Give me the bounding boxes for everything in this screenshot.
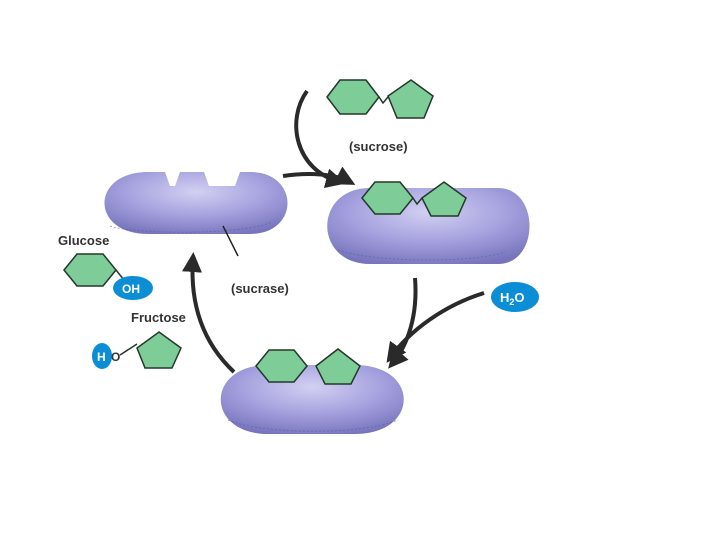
enzyme-pointer-line [222,225,239,257]
oh-group-badge: OH [113,276,153,300]
o-atom-label: O [111,350,120,364]
fructose-pentagon [136,331,182,369]
arrow-return-to-enzyme [182,252,236,374]
released-fructose: H O [92,331,182,369]
enzyme-substrate-complex [327,181,530,264]
glucose-ring-hexagon [326,79,380,115]
h-atom-badge: H [92,343,112,369]
svg-text:OH: OH [122,282,140,296]
released-glucose: OH [63,253,153,300]
svg-text:H2O: H2O [500,290,525,307]
sucrase-label: (sucrase) [231,281,289,296]
glucose-label: Glucose [58,233,109,248]
sucrose-molecule [326,79,434,119]
water-molecule-badge: H2O [491,282,539,312]
enzyme-free [104,172,288,234]
fructose-ring-pentagon [387,79,434,119]
glucose-hexagon [63,253,117,287]
product-fructose-pentagon [315,348,361,385]
bound-fructose-pentagon [421,181,467,217]
fructose-label: Fructose [131,310,186,325]
arrow-enzyme-to-complex [282,166,356,185]
bound-glycosidic-bond [412,197,423,206]
glycosidic-bond [378,96,389,105]
arrow-water-input [386,291,485,363]
enzyme-product-complex [220,348,404,434]
svg-text:H: H [97,350,106,364]
product-glucose-hexagon [255,349,308,383]
sucrose-label: (sucrose) [349,139,408,154]
